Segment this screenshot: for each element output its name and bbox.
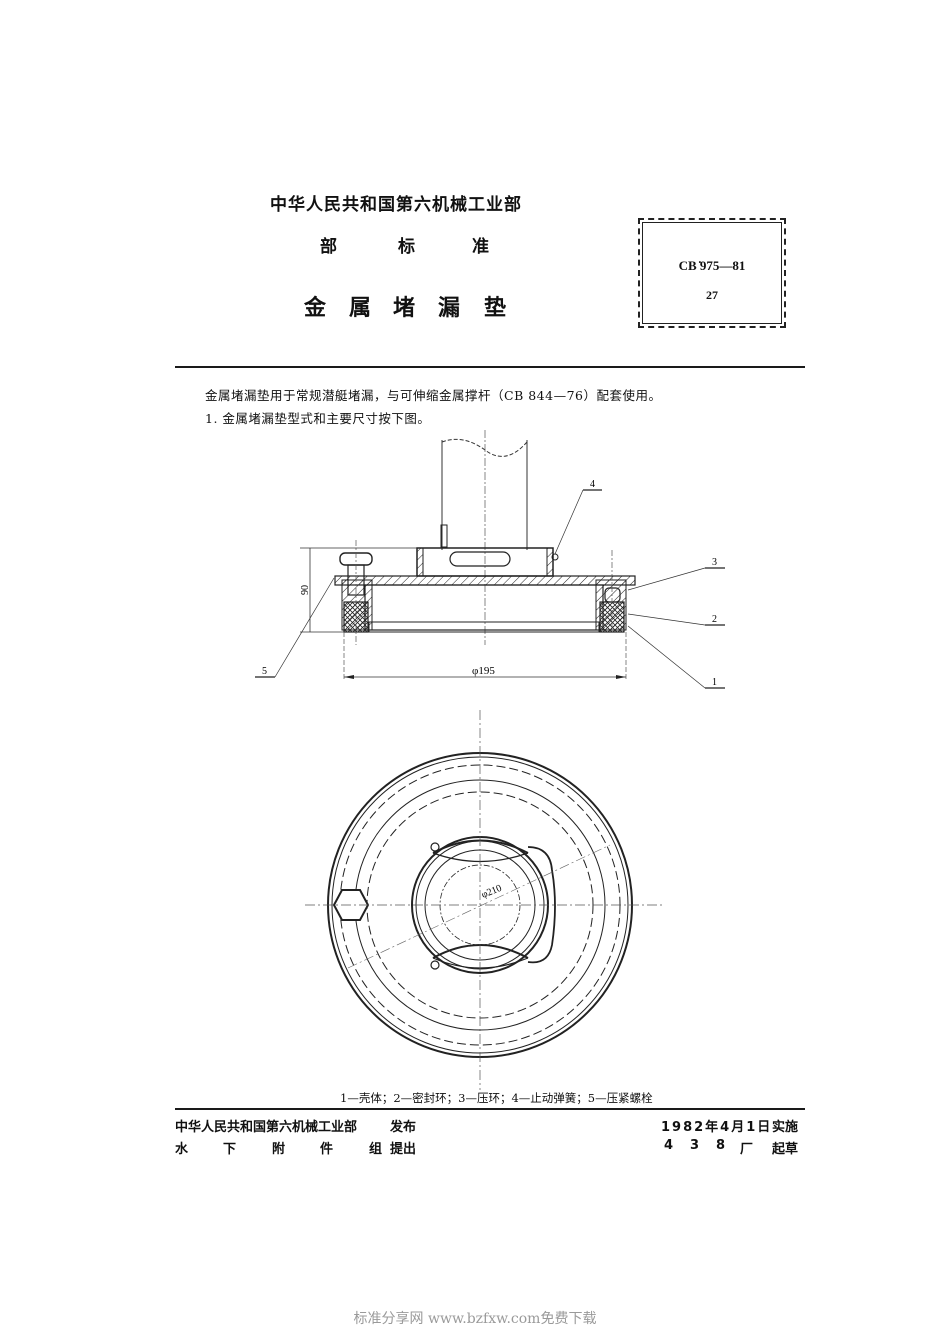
drafter-action: 起草 [772,1142,799,1157]
intro-paragraph: 金属堵漏垫用于常规潜艇堵漏，与可伸缩金属撑杆（CB 844—76）配套使用。 [205,388,662,403]
standard-code: CB ̇975—81 [678,258,746,273]
drafter-char-2: 3 [690,1138,700,1153]
title-char-3: 堵 [393,296,416,321]
callout-3: 3 [712,557,717,568]
callout-2: 2 [712,614,717,625]
proposer-action: 提出 [390,1142,417,1157]
standard-type-char-3: 准 [472,237,489,257]
drafter-char-4: 厂 [740,1142,754,1157]
height-dimension: 90 [300,585,311,595]
date-action: 实施 [772,1120,799,1135]
ministry-heading: 中华人民共和国第六机械工业部 [270,195,522,215]
watermark: 标准分享网 www.bzfxw.com免费下载 [353,1311,597,1327]
parts-legend: 1—壳体；2—密封环；3—压环；4—止动弹簧；5—压紧螺栓 [340,1091,653,1105]
clause-1: 1. 金属堵漏垫型式和主要尺寸按下图。 [205,411,431,426]
drafter-char-1: 4 [664,1138,674,1153]
proposer-char-3: 附 [272,1142,286,1157]
standard-type-char-1: 部 [320,237,337,257]
page-number: 27 [706,288,718,302]
section-view-drawing: 90 φ195 4 3 2 1 5 [255,430,725,689]
issue-action: 发布 [390,1120,417,1135]
callout-4: 4 [590,479,595,490]
proposer-char-4: 件 [320,1142,334,1157]
standard-type-char-2: 标 [398,237,415,257]
diameter-210-dimension: φ210 [480,883,503,901]
standard-number-box: CB ̇975—81 27 [638,218,786,328]
callout-1: 1 [712,677,717,688]
header-divider [175,366,805,368]
callout-5: 5 [262,666,267,677]
title-char-5: 垫 [484,296,507,321]
footer-divider [175,1108,805,1110]
proposer-char-5: 组 [369,1142,383,1157]
effective-date: 1982年4月1日 [661,1120,773,1135]
title-char-4: 漏 [438,296,461,321]
issuer: 中华人民共和国第六机械工业部 [175,1120,358,1135]
title-char-1: 金 [304,296,327,321]
diameter-195-dimension: φ195 [472,665,495,677]
title-char-2: 属 [349,296,372,321]
proposer-char-2: 下 [223,1142,237,1157]
proposer-char-1: 水 [175,1142,189,1157]
drafter-char-3: 8 [716,1138,726,1153]
top-view-drawing: φ210 [305,710,665,1090]
